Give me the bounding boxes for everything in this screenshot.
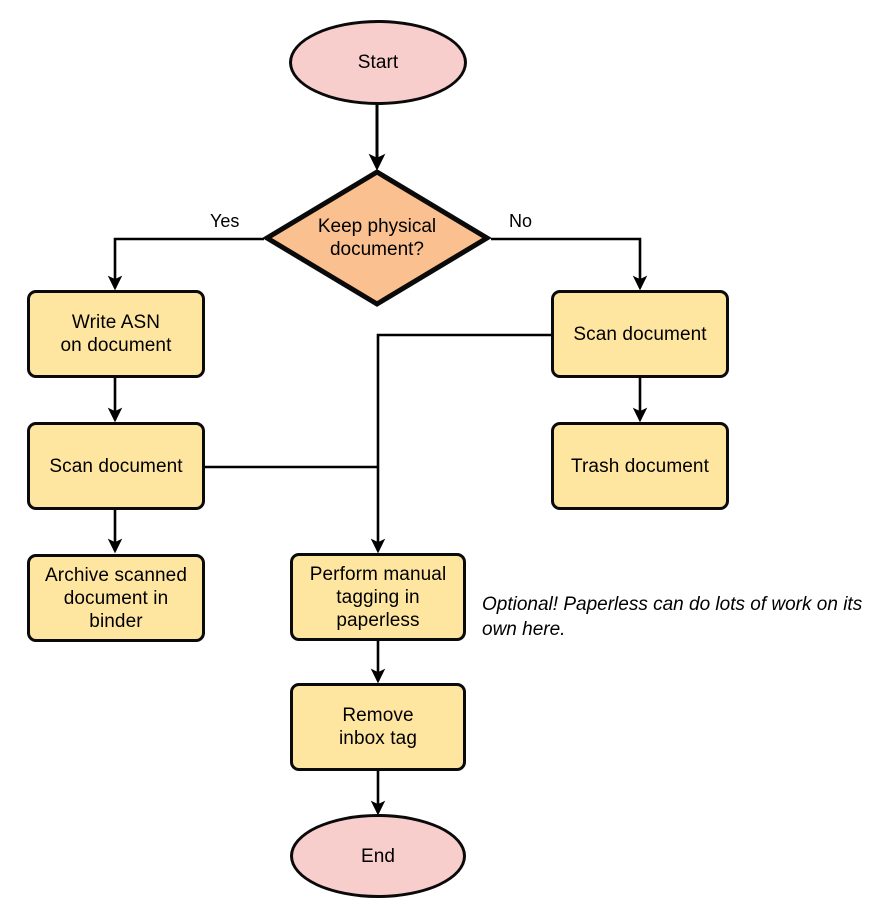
node-end[interactable]: End (290, 814, 466, 898)
edge-label-yes: Yes (210, 211, 240, 231)
node-write-asn-on-document[interactable]: Write ASN on document (27, 290, 205, 378)
node-archive-scanned-document-label: Archive scanned document in binder (45, 564, 187, 632)
node-start-label: Start (357, 52, 399, 73)
node-remove-inbox-tag[interactable]: Remove inbox tag (290, 683, 466, 771)
node-keep-physical-document-label: Keep physical document? (317, 216, 437, 260)
edge-label-no: No (509, 211, 533, 231)
node-trash-document[interactable]: Trash document (551, 422, 729, 510)
node-start[interactable]: Start (289, 20, 467, 105)
note-optional-paperless: Optional! Paperless can do lots of work … (482, 594, 863, 640)
node-keep-physical-document[interactable]: Keep physical document? (263, 168, 491, 308)
node-remove-inbox-tag-label: Remove inbox tag (338, 705, 417, 749)
node-trash-document-label: Trash document (571, 455, 709, 477)
node-archive-scanned-document[interactable]: Archive scanned document in binder (27, 554, 205, 642)
edge-scan-right-to-manual-tagging (370, 333, 551, 554)
diamond-shape (263, 169, 491, 307)
node-perform-manual-tagging[interactable]: Perform manual tagging in paperless (290, 553, 466, 641)
edge-decision-no-to-scan-right (491, 237, 648, 291)
node-scan-document-left-label: Scan document (49, 455, 183, 477)
node-scan-document-left[interactable]: Scan document (27, 422, 205, 510)
node-end-label: End (360, 845, 396, 867)
node-scan-document-right[interactable]: Scan document (551, 290, 729, 378)
edge-decision-yes-to-write-asn (107, 237, 264, 291)
node-write-asn-on-document-label: Write ASN on document (60, 312, 172, 356)
node-perform-manual-tagging-label: Perform manual tagging in paperless (309, 563, 447, 631)
node-scan-document-right-label: Scan document (573, 323, 707, 345)
